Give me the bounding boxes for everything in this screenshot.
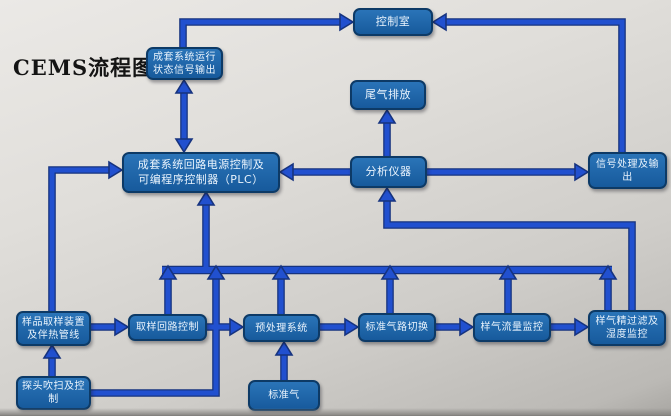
arrowhead [196, 190, 216, 206]
node-plc: 成套系统回路电源控制及可编程序控制器（PLC） [122, 152, 280, 193]
node-pretreatment: 预处理系统 [243, 314, 320, 342]
node-label: 样气流量监控 [480, 322, 544, 333]
arrowhead [574, 317, 590, 337]
node-label: 预处理系统 [255, 322, 308, 334]
node-label: 信号处理及输 [596, 158, 659, 170]
node-sampling-loop: 取样回路控制 [128, 314, 207, 341]
arrowhead [377, 186, 397, 202]
arrowhead [598, 264, 618, 280]
arrowhead [108, 160, 124, 180]
arrowhead [174, 78, 194, 94]
arrowhead [271, 264, 291, 280]
bottom-shadow-strip [0, 408, 671, 416]
arrowhead [431, 12, 447, 32]
arrowhead [174, 138, 194, 154]
node-label: 控制室 [375, 14, 411, 28]
node-control-room: 控制室 [353, 8, 433, 36]
diagram-title: CEMS流程图 [13, 55, 155, 80]
node-label: 分析仪器 [365, 164, 412, 178]
node-label: 样气精过滤及 [595, 316, 659, 327]
arrowhead [229, 317, 245, 337]
arrowhead [158, 264, 178, 280]
arrowhead [42, 343, 62, 359]
node-status-signal: 成套系统运行状态信号输出 [146, 47, 223, 80]
node-label: 及伴热管线 [27, 329, 80, 341]
arrowhead [574, 162, 590, 182]
arrowhead [206, 264, 226, 280]
node-label: 标准气路切换 [365, 322, 429, 333]
node-gas-path-switch: 标准气路切换 [358, 313, 436, 342]
node-label: 出 [622, 171, 633, 183]
node-probe-purge: 探头吹扫及控制 [16, 376, 91, 410]
node-label: 成套系统运行 [153, 51, 216, 63]
node-label: 标准气 [268, 390, 300, 401]
arrowhead [459, 317, 475, 337]
node-label: 状态信号输出 [153, 64, 216, 76]
arrowhead [339, 12, 355, 32]
arrowhead [274, 340, 294, 356]
node-fine-filter: 样气精过滤及湿度监控 [588, 310, 666, 346]
node-label: 样品取样装置 [22, 316, 85, 328]
arrowhead [498, 264, 518, 280]
node-label: 尾气排放 [365, 87, 411, 101]
arrowhead [114, 317, 130, 337]
node-sampling-device: 样品取样装置及伴热管线 [16, 311, 91, 346]
node-signal-output: 信号处理及输出 [588, 152, 667, 189]
node-flow-monitor: 样气流量监控 [473, 313, 551, 342]
node-label: 取样回路控制 [136, 322, 199, 333]
node-label: 湿度监控 [606, 329, 648, 340]
node-label: 制 [48, 394, 59, 405]
node-exhaust: 尾气排放 [350, 80, 426, 110]
node-label: 探头吹扫及控 [22, 381, 85, 392]
node-standard-gas: 标准气 [248, 380, 320, 411]
arrowhead [377, 108, 397, 124]
arrowhead [278, 162, 294, 182]
node-label: 可编程序控制器（PLC） [138, 172, 264, 186]
node-analyzer: 分析仪器 [350, 156, 427, 188]
arrowhead [344, 317, 360, 337]
arrowhead [380, 264, 400, 280]
node-label: 成套系统回路电源控制及 [137, 158, 265, 172]
